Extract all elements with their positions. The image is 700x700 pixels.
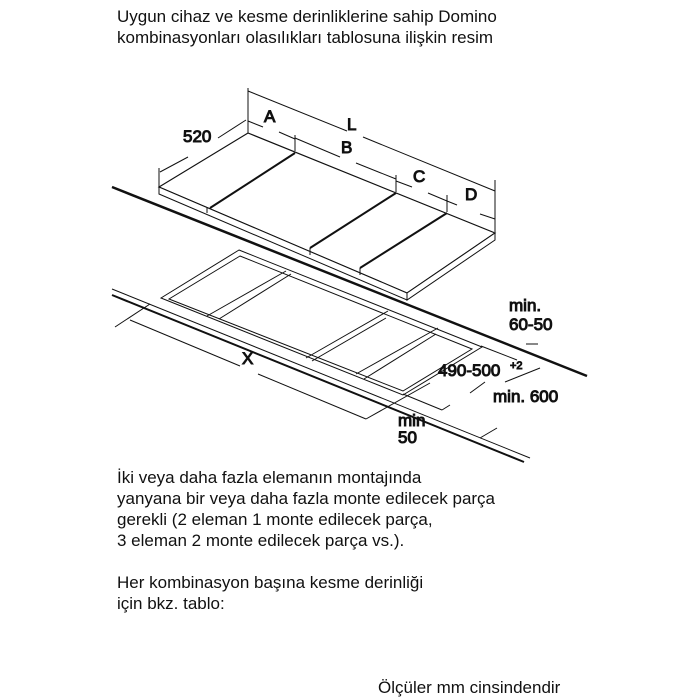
title-line-2: kombinasyonları olasılıkları tablosuna i… (117, 28, 494, 47)
cut-tolerance: +2 (510, 360, 523, 372)
dim-l: L (347, 115, 356, 134)
body-line-4: 3 eleman 2 monte edilecek parça vs.). (117, 531, 405, 550)
dim-a: A (264, 107, 276, 126)
min-front-1: min (398, 411, 425, 430)
min-top-1: min. (509, 296, 541, 315)
cut-depth: 490-500 (438, 361, 500, 380)
body-line-2: yanyana bir veya daha fazla monte edilec… (117, 489, 496, 508)
body-line-1: İki veya daha fazla elemanın montajında (117, 468, 422, 487)
counter-front-line (111, 288, 531, 459)
dim-x: X (242, 349, 253, 368)
dimension-lines (158, 88, 496, 232)
title-line-1: Uygun cihaz ve kesme derinliklerine sahi… (117, 7, 497, 26)
counter-front-edge (111, 294, 525, 463)
dim-520: 520 (183, 127, 211, 146)
min-600: min. 600 (493, 387, 558, 406)
dim-d: D (465, 185, 477, 204)
note-line-2: için bkz. tablo: (117, 594, 225, 613)
countertop-edge-line (111, 185, 588, 378)
cutout-dimension-lines (114, 303, 541, 439)
note-line-1: Her kombinasyon başına kesme derinliği (117, 573, 424, 592)
dim-b: B (341, 138, 352, 157)
units-footer: Ölçüler mm cinsindendir (378, 678, 561, 697)
dim-c: C (413, 167, 425, 186)
min-top-2: 60-50 (509, 315, 552, 334)
body-line-3: gerekli (2 eleman 1 monte edilecek parça… (117, 510, 433, 529)
min-front-2: 50 (398, 428, 417, 447)
domino-hobs (157, 132, 497, 301)
cutout-frame (159, 249, 484, 396)
